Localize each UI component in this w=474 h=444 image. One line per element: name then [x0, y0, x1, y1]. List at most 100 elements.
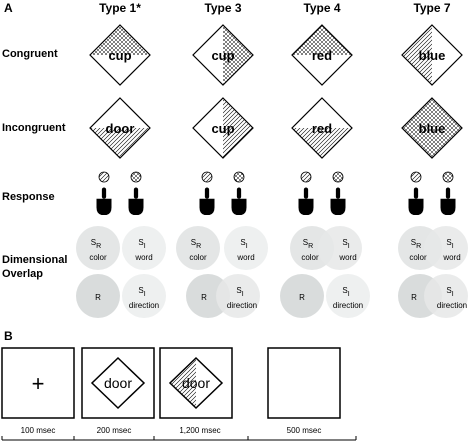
- left-hand-icon: [96, 187, 112, 215]
- response-key-diag-icon: [410, 171, 422, 183]
- si-label: SI: [342, 238, 349, 250]
- stimulus-word: cup: [211, 121, 234, 136]
- response-type4: [298, 171, 346, 215]
- timeline: 100 msec 200 msec 1,200 msec 500 msec: [1, 426, 357, 441]
- sr-circle: [176, 226, 220, 270]
- si-direction-circle: [122, 274, 166, 318]
- r-label: R: [411, 293, 417, 302]
- stimulus-word: cup: [211, 48, 234, 63]
- si-direction-circle: [216, 274, 260, 318]
- si-word-circle: [424, 226, 468, 270]
- si-caption: word: [134, 253, 152, 262]
- si-word-circle: [122, 226, 166, 270]
- si-word-circle: [318, 226, 362, 270]
- stimulus-incongruent-type7: blue: [401, 97, 463, 159]
- stimulus-congruent-type4: red: [291, 24, 353, 86]
- right-hand-icon: [128, 187, 144, 215]
- r-label: R: [299, 293, 305, 302]
- sr-label: SR: [91, 238, 101, 250]
- si-caption: word: [442, 253, 460, 262]
- row-label-overlap-1: Dimensional: [2, 254, 67, 266]
- stimulus-word: red: [312, 121, 332, 136]
- si-label: SI: [240, 238, 247, 250]
- si-label: SI: [446, 238, 453, 250]
- r-circle: [76, 274, 120, 318]
- fixation-cross: +: [32, 371, 45, 396]
- left-hand-icon: [298, 187, 314, 215]
- sr-caption: color: [89, 253, 107, 262]
- sr-circle: [76, 226, 120, 270]
- stimulus-word: door: [182, 375, 210, 391]
- stimulus-incongruent-type1: door: [89, 97, 151, 159]
- panel-b-label: B: [4, 329, 13, 343]
- stimulus-word: blue: [419, 48, 446, 63]
- row-label-response: Response: [2, 191, 55, 203]
- frame-blank: [267, 347, 341, 419]
- r-label: R: [201, 293, 207, 302]
- duration-label: 1,200 msec: [179, 426, 220, 435]
- stimulus-word: red: [312, 48, 332, 63]
- response-key-diag-icon: [201, 171, 213, 183]
- si-caption: direction: [333, 301, 363, 310]
- si-label: SI: [446, 286, 453, 298]
- response-key-cross-icon: [233, 171, 245, 183]
- column-title-type4: Type 4: [303, 1, 340, 15]
- overlap-type4: SR color SI word R SI direction: [280, 226, 370, 318]
- response-key-cross-icon: [332, 171, 344, 183]
- duration-label: 200 msec: [97, 426, 132, 435]
- si-word-circle: [224, 226, 268, 270]
- panel-a-label: A: [4, 1, 13, 15]
- response-key-cross-icon: [442, 171, 454, 183]
- sr-caption: color: [189, 253, 207, 262]
- right-hand-icon: [440, 187, 456, 215]
- si-label: SI: [342, 286, 349, 298]
- response-type1: [96, 171, 144, 215]
- row-label-overlap-2: Overlap: [2, 268, 43, 280]
- stimulus-word: door: [106, 121, 135, 136]
- overlap-type3: SR color SI word R SI direction: [176, 226, 268, 318]
- frame-fixation: +: [1, 347, 75, 419]
- duration-label: 500 msec: [287, 426, 322, 435]
- overlap-type7: SR color SI word R SI direction: [398, 226, 468, 318]
- frame-stimulus-blank: door: [81, 347, 155, 419]
- si-caption: direction: [129, 301, 159, 310]
- column-title-type7: Type 7: [413, 1, 450, 15]
- si-label: SI: [138, 238, 145, 250]
- stimulus-word: blue: [419, 121, 446, 136]
- stimulus-word: door: [104, 375, 132, 391]
- sr-label: SR: [191, 238, 201, 250]
- sr-caption: color: [409, 253, 427, 262]
- si-caption: word: [338, 253, 356, 262]
- overlap-type1: SR color SI word R SI direction: [76, 226, 166, 318]
- si-caption: word: [236, 253, 254, 262]
- left-hand-icon: [408, 187, 424, 215]
- response-type7: [408, 171, 456, 215]
- r-label: R: [95, 293, 101, 302]
- sr-label: SR: [411, 238, 421, 250]
- response-type3: [199, 171, 247, 215]
- r-circle: [280, 274, 324, 318]
- si-label: SI: [138, 286, 145, 298]
- left-hand-icon: [199, 187, 215, 215]
- si-direction-circle: [424, 274, 468, 318]
- si-caption: direction: [437, 301, 467, 310]
- response-key-diag-icon: [98, 171, 110, 183]
- duration-label: 100 msec: [21, 426, 56, 435]
- si-caption: direction: [227, 301, 257, 310]
- stimulus-incongruent-type4: red: [291, 97, 353, 159]
- column-title-type3: Type 3: [204, 1, 241, 15]
- right-hand-icon: [330, 187, 346, 215]
- row-label-congruent: Congruent: [2, 48, 58, 60]
- stimulus-incongruent-type3: cup: [192, 97, 254, 159]
- right-hand-icon: [231, 187, 247, 215]
- stimulus-congruent-type3: cup: [192, 24, 254, 86]
- sr-label: SR: [303, 238, 313, 250]
- stimulus-word: cup: [108, 48, 131, 63]
- column-title-type1: Type 1*: [99, 1, 141, 15]
- si-label: SI: [236, 286, 243, 298]
- sr-caption: color: [301, 253, 319, 262]
- frame-stimulus-colored: door: [159, 347, 233, 419]
- response-key-diag-icon: [300, 171, 312, 183]
- stimulus-congruent-type7: blue: [401, 24, 463, 86]
- si-direction-circle: [326, 274, 370, 318]
